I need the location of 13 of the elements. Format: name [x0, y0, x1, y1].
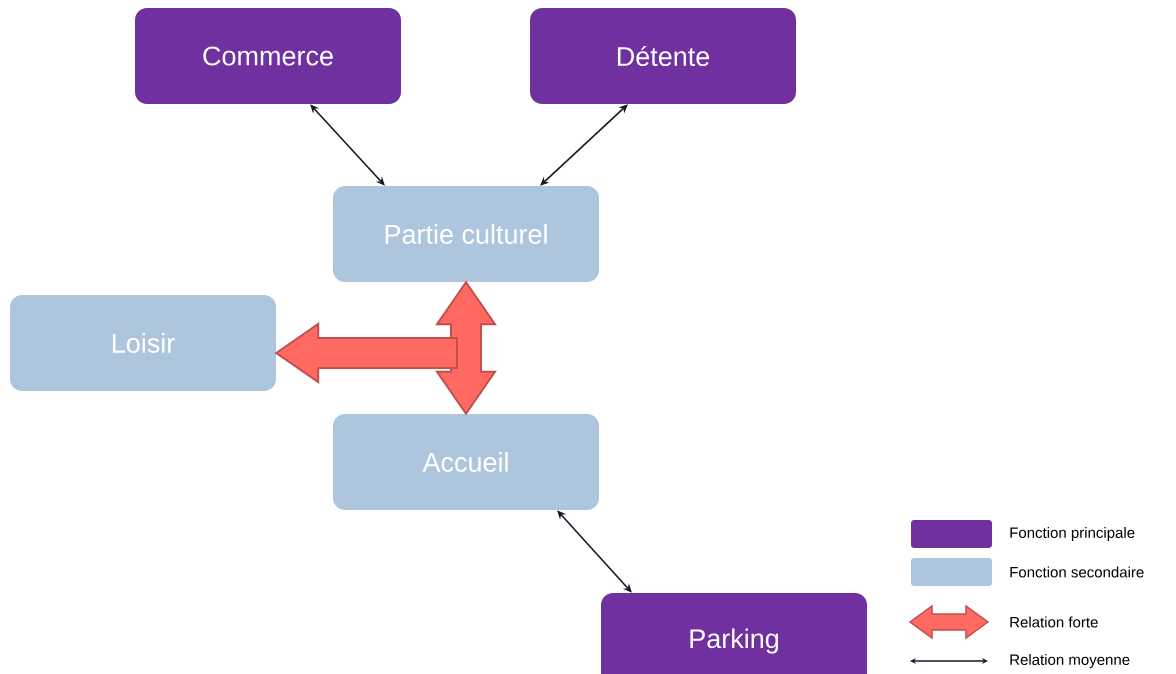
- legend-label: Relation moyenne: [1010, 654, 1130, 668]
- arrow: [557, 510, 632, 593]
- function-box: Partie culturel: [333, 186, 599, 282]
- function-box: Détente: [530, 8, 796, 104]
- legend-label: Fonction secondaire: [1010, 566, 1144, 578]
- arrow: [540, 104, 628, 186]
- legend-label: Relation forte: [1010, 616, 1098, 628]
- function-box: Loisir: [10, 295, 276, 391]
- function-box: Accueil: [333, 414, 599, 510]
- legend-label: Fonction principale: [1010, 527, 1135, 541]
- function-box: Commerce: [135, 8, 401, 104]
- function-box: Parking: [601, 593, 867, 674]
- arrow: [310, 104, 385, 186]
